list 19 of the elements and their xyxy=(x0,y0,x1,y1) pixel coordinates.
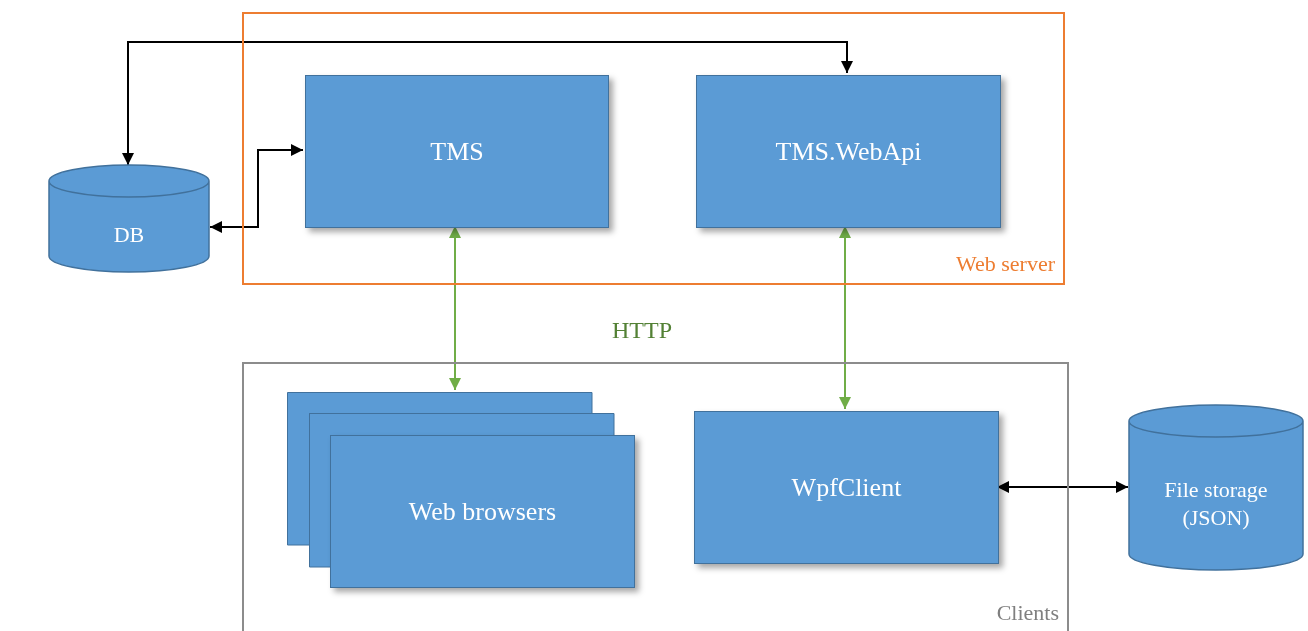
node-text: WpfClient xyxy=(791,472,902,504)
node-text: File storage (JSON) xyxy=(1163,476,1269,531)
group-frame xyxy=(242,362,1069,631)
node-text: TMS.WebApi xyxy=(775,136,922,168)
group-frame xyxy=(242,12,1065,285)
node-text: Web browsers xyxy=(408,496,557,528)
connector-arrow xyxy=(122,41,853,166)
stacked-boxes xyxy=(287,392,635,588)
protocol-label: HTTP xyxy=(612,316,672,345)
database-cylinder xyxy=(1128,405,1304,570)
node-text: TMS xyxy=(430,136,484,168)
process-box xyxy=(305,75,609,228)
node-text: DB xyxy=(113,220,145,249)
process-box xyxy=(694,411,999,564)
group-title: Clients xyxy=(996,602,1059,624)
process-box xyxy=(696,75,1001,228)
connector-arrow xyxy=(209,144,304,233)
database-cylinder xyxy=(48,165,210,272)
group-title: Web server xyxy=(956,253,1055,275)
